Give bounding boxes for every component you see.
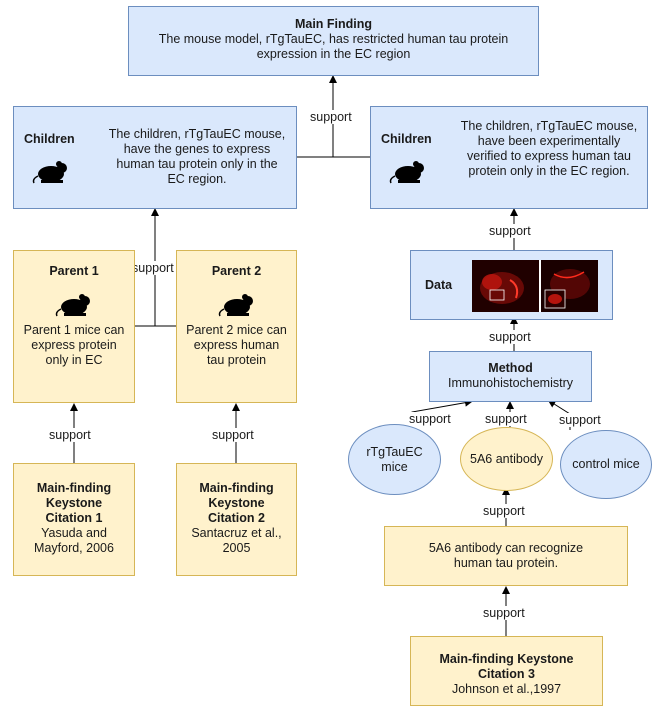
support-label: support [408,412,452,426]
data-title: Data [425,278,453,292]
support-label: support [309,110,353,124]
citation2-text: Santacruz et al., 2005 [191,526,282,555]
citation1-box: Main-finding Keystone Citation 1 Yasuda … [13,463,135,576]
support-label: support [558,413,602,427]
antibody-ellipse: 5A6 antibody [460,427,553,491]
recognize-text: 5A6 antibody can recognize human tau pro… [428,541,584,570]
mouse-icon [389,161,424,184]
citation2-box: Main-finding Keystone Citation 2 Santacr… [176,463,297,576]
method-title: Method [488,361,533,375]
citation3-title: Main-finding Keystone Citation 3 [439,652,574,681]
support-label: support [488,330,532,344]
support-label: support [484,412,528,426]
data-box: Data [410,250,613,320]
rtg-mice-text: rTgTauEC mice [366,444,423,474]
parent1-title: Parent 1 [49,264,99,278]
citation3-box: Main-finding Keystone Citation 3 Johnson… [410,636,603,706]
support-label: support [482,504,526,518]
support-label: support [131,261,175,275]
parent1-text: Parent 1 mice can express protein only i… [23,323,125,367]
citation1-text: Yasuda and Mayford, 2006 [34,526,114,555]
citation2-title: Main-finding Keystone Citation 2 [199,481,274,525]
main-finding-title: Main Finding [294,17,373,31]
parent2-box: Parent 2 Parent 2 mice can express human… [176,250,297,403]
method-text: Immunohistochemistry [447,376,574,390]
main-finding-text: The mouse model, rTgTauEC, has restricte… [158,32,509,61]
children-left-text: The children, rTgTauEC mouse, have the g… [108,127,286,186]
children-right-text: The children, rTgTauEC mouse, have been … [460,119,638,178]
support-label: support [48,428,92,442]
mouse-icon [55,294,90,317]
support-label: support [482,606,526,620]
parent2-title: Parent 2 [211,264,262,278]
rtg-mice-ellipse: rTgTauEC mice [348,424,441,495]
recognize-box: 5A6 antibody can recognize human tau pro… [384,526,628,586]
parent2-text: Parent 2 mice can express human tau prot… [186,323,287,367]
mouse-icon [32,161,67,184]
citation1-title: Main-finding Keystone Citation 1 [36,481,112,525]
mouse-icon [218,294,253,317]
children-left-title: Children [24,132,75,146]
support-label: support [211,428,255,442]
children-right-box: Children The children, rTgTauEC mouse, h… [370,106,648,209]
parent1-box: Parent 1 Parent 1 mice can express prote… [13,250,135,403]
children-right-title: Children [381,132,432,146]
method-box: Method Immunohistochemistry [429,351,592,402]
control-mice-text: control mice [572,457,640,471]
control-mice-ellipse: control mice [560,430,652,499]
antibody-text: 5A6 antibody [470,451,543,466]
main-finding-box: Main Finding The mouse model, rTgTauEC, … [128,6,539,76]
children-left-box: Children The children, rTgTauEC mouse, h… [13,106,297,209]
citation3-text: Johnson et al.,1997 [451,682,562,696]
support-label: support [488,224,532,238]
microscopy-image [472,260,598,312]
